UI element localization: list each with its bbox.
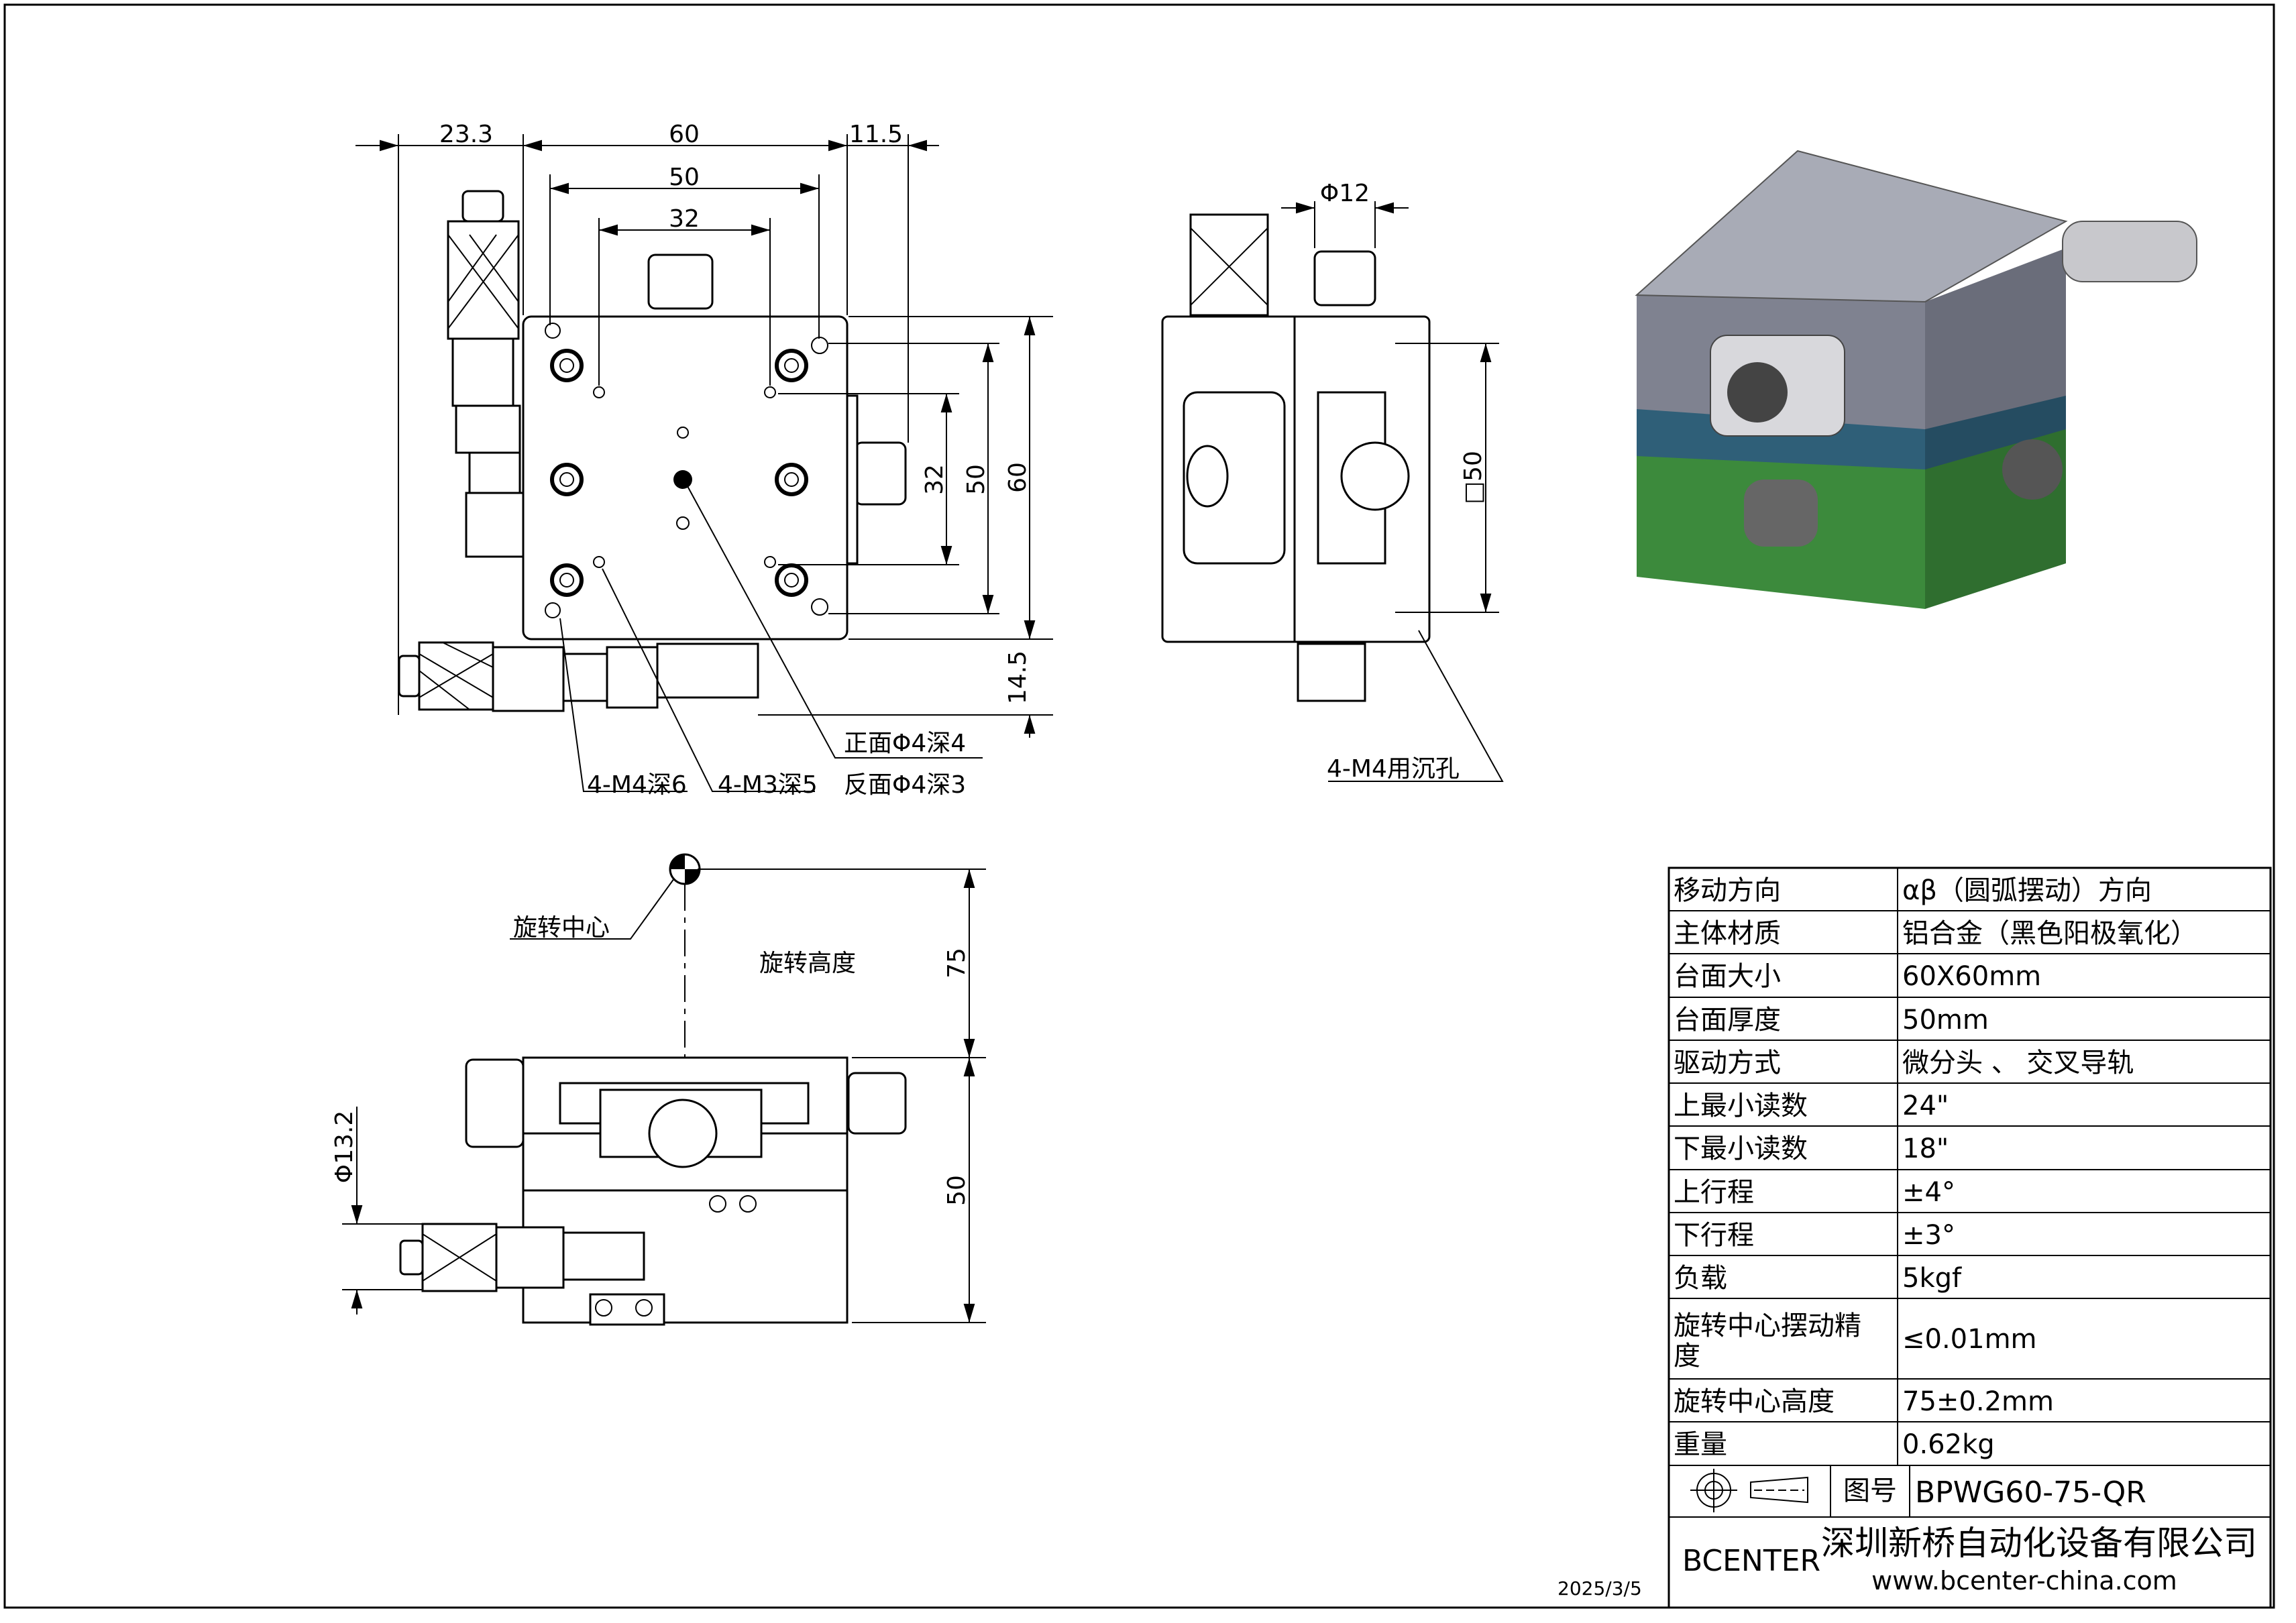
dim-d13-2: Φ13.2 <box>331 1111 358 1184</box>
spec-label: 负载 <box>1674 1263 1727 1294</box>
dim-11-5: 11.5 <box>849 121 903 148</box>
dim-23-3: 23.3 <box>439 121 493 148</box>
spec-value: 75±0.2mm <box>1902 1386 2054 1417</box>
label-rotation-height: 旋转高度 <box>759 950 856 977</box>
dim-d12: Φ12 <box>1320 180 1370 207</box>
spec-label: 旋转中心摆动精 <box>1674 1310 1861 1341</box>
projection-symbol-icon <box>1690 1469 1808 1512</box>
dim-h-75: 75 <box>943 948 971 978</box>
drawing-no-label: 图号 <box>1843 1475 1897 1506</box>
dim-50: 50 <box>669 164 700 191</box>
spec-label: 主体材质 <box>1674 918 1781 949</box>
spec-value: 24" <box>1902 1090 1949 1121</box>
spec-label-cont: 度 <box>1674 1341 1700 1372</box>
side-view: Φ12 □50 4-M4用沉孔 <box>1161 180 1504 783</box>
spec-label: 重量 <box>1674 1429 1727 1460</box>
rotation-center-hole <box>673 470 692 489</box>
dim-v-32: 32 <box>921 464 948 495</box>
spec-label: 下行程 <box>1674 1220 1754 1251</box>
brand: BCENTER <box>1682 1544 1820 1578</box>
front-view: 旋转中心 旋转高度 75 50 Φ13.2 <box>331 853 986 1326</box>
company-name: 深圳新桥自动化设备有限公司 <box>1821 1524 2257 1563</box>
dim-v-50: 50 <box>963 464 990 495</box>
website: www.bcenter-china.com <box>1871 1566 2177 1596</box>
spec-table: 移动方向 αβ（圆弧摆动）方向 主体材质 铝合金（黑色阳极氧化） 台面大小 60… <box>1668 866 2272 1609</box>
dim-v-60: 60 <box>1004 462 1032 493</box>
label-counterbore: 4-M4用沉孔 <box>1327 755 1460 783</box>
spec-label: 上行程 <box>1674 1177 1754 1208</box>
spec-value: ±4° <box>1902 1177 1955 1208</box>
dim-60: 60 <box>669 121 700 148</box>
label-m3: 4-M3深5 <box>718 771 818 799</box>
spec-value: ≤0.01mm <box>1902 1324 2037 1355</box>
spec-label: 旋转中心高度 <box>1674 1386 1835 1417</box>
spec-label: 下最小读数 <box>1674 1133 1808 1164</box>
label-m4: 4-M4深6 <box>587 771 687 799</box>
dim-sq50: □50 <box>1460 451 1487 504</box>
spec-value: 0.62kg <box>1902 1429 1995 1460</box>
spec-label: 台面厚度 <box>1674 1005 1781 1036</box>
spec-value: 微分头 、 交叉导轨 <box>1902 1048 2134 1078</box>
spec-value: 5kgf <box>1902 1263 1962 1294</box>
drawing-no: BPWG60-75-QR <box>1915 1475 2146 1510</box>
dim-32: 32 <box>669 205 700 233</box>
label-back-hole: 反面Φ4深3 <box>844 771 966 799</box>
spec-label: 台面大小 <box>1674 961 1781 992</box>
spec-value: 50mm <box>1902 1005 1989 1036</box>
dim-h-50: 50 <box>943 1175 971 1206</box>
spec-value: αβ（圆弧摆动）方向 <box>1902 875 2152 906</box>
product-render <box>1635 150 2197 609</box>
label-rotation-center: 旋转中心 <box>513 914 610 942</box>
spec-value: 60X60mm <box>1902 961 2041 992</box>
spec-value: ±3° <box>1902 1220 1955 1251</box>
spec-label: 上最小读数 <box>1674 1090 1808 1121</box>
label-front-hole: 正面Φ4深4 <box>844 730 966 757</box>
micrometer-thimble <box>447 220 520 340</box>
spec-label: 驱动方式 <box>1674 1048 1781 1078</box>
dim-v-14-5: 14.5 <box>1004 651 1032 704</box>
spec-value: 铝合金（黑色阳极氧化） <box>1902 918 2197 949</box>
top-view: 23.3 60 11.5 50 32 32 50 60 14.5 正面Φ4深4 … <box>356 121 1053 799</box>
sheet-border <box>3 3 2275 1609</box>
spec-label: 移动方向 <box>1674 875 1781 906</box>
spec-value: 18" <box>1902 1133 1949 1164</box>
date: 2025/3/5 <box>1557 1577 1642 1600</box>
